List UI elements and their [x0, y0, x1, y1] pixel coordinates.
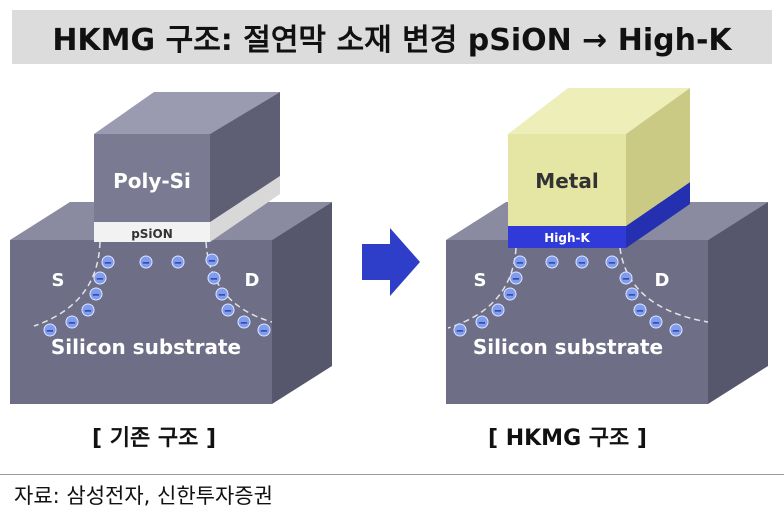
electron-symbol: −: [84, 306, 92, 317]
electron-symbol: −: [512, 274, 520, 285]
electron: −: [475, 315, 489, 329]
electron: −: [81, 303, 95, 317]
electron-symbol: −: [210, 274, 218, 285]
right-substrate-front: [446, 240, 708, 404]
electron-symbol: −: [636, 306, 644, 317]
electron: −: [491, 303, 505, 317]
electron-symbol: −: [628, 290, 636, 301]
electron: −: [221, 303, 235, 317]
electron: −: [575, 255, 589, 269]
electron: −: [237, 315, 251, 329]
electron: −: [257, 323, 271, 337]
left-source-label: S: [52, 270, 65, 291]
electron: −: [101, 255, 115, 269]
electron-symbol: −: [240, 318, 248, 329]
electron: −: [93, 271, 107, 285]
diagram: Poly-Si pSiON S D Silicon substrate − − …: [10, 88, 768, 404]
left-psion-side: [210, 176, 280, 242]
electron-symbol: −: [506, 290, 514, 301]
electron-symbol: −: [174, 258, 182, 269]
right-electrons: − − − − − − − − − − − − − −: [453, 255, 683, 337]
right-device: Metal High-K S D Silicon substrate − − −…: [446, 88, 768, 404]
electron-symbol: −: [142, 258, 150, 269]
electron-symbol: −: [608, 258, 616, 269]
right-caption: [ HKMG 구조 ]: [488, 426, 647, 451]
electron-symbol: −: [104, 258, 112, 269]
electron: −: [509, 271, 523, 285]
left-device: Poly-Si pSiON S D Silicon substrate − − …: [10, 92, 332, 404]
electron: −: [545, 255, 559, 269]
electron-symbol: −: [260, 326, 268, 337]
left-substrate-label: Silicon substrate: [51, 335, 241, 359]
electron: −: [215, 287, 229, 301]
right-metal-front: [508, 134, 626, 226]
right-metal-side: [626, 88, 690, 226]
title-bar: HKMG 구조: 절연막 소재 변경 pSiON → High-K: [12, 10, 772, 64]
electron: −: [453, 323, 467, 337]
left-junction-left: [33, 241, 101, 327]
right-drain-label: D: [655, 270, 670, 291]
electron: −: [619, 271, 633, 285]
left-dielectric-label: pSiON: [131, 227, 173, 241]
electron-symbol: −: [672, 326, 680, 337]
electron-symbol: −: [68, 318, 76, 329]
left-gate-label: Poly-Si: [113, 169, 191, 193]
right-highk-front: [508, 226, 626, 248]
electron-symbol: −: [218, 290, 226, 301]
left-polysi-front: [94, 134, 210, 222]
right-gate-label: Metal: [535, 169, 598, 193]
source-note: 자료: 삼성전자, 신한투자증권: [14, 484, 273, 508]
left-caption: [ 기존 구조 ]: [92, 426, 217, 451]
electron: −: [171, 255, 185, 269]
electron-symbol: −: [46, 326, 54, 337]
electron: −: [43, 323, 57, 337]
electron-symbol: −: [96, 274, 104, 285]
left-drain-label: D: [245, 270, 260, 291]
electron-symbol: −: [652, 318, 660, 329]
electron: −: [89, 287, 103, 301]
electron-symbol: −: [548, 258, 556, 269]
right-source-label: S: [474, 270, 487, 291]
electron: −: [503, 287, 517, 301]
electron: −: [513, 255, 527, 269]
electron-symbol: −: [224, 306, 232, 317]
right-junction-right: [619, 247, 709, 323]
left-polysi-top: [94, 92, 280, 134]
electron: −: [669, 323, 683, 337]
electron-symbol: −: [478, 318, 486, 329]
electron: −: [139, 255, 153, 269]
right-substrate-label: Silicon substrate: [473, 335, 663, 359]
left-electrons: − − − − − − − − − − − − − −: [43, 253, 271, 337]
electron-symbol: −: [456, 326, 464, 337]
electron-symbol: −: [622, 274, 630, 285]
left-substrate-side: [272, 202, 332, 404]
electron-symbol: −: [208, 256, 216, 267]
left-polysi-side: [210, 92, 280, 222]
electron: −: [207, 271, 221, 285]
divider: [0, 474, 784, 475]
electron-symbol: −: [516, 258, 524, 269]
electron-symbol: −: [494, 306, 502, 317]
right-substrate-side: [708, 202, 768, 404]
right-dielectric-label: High-K: [544, 231, 590, 245]
right-metal-top: [508, 88, 690, 134]
electron: −: [65, 315, 79, 329]
electron-symbol: −: [578, 258, 586, 269]
electron: −: [205, 253, 219, 267]
left-psion-front: [94, 222, 210, 242]
page-title: HKMG 구조: 절연막 소재 변경 pSiON → High-K: [52, 23, 732, 58]
left-substrate-front: [10, 240, 272, 404]
electron: −: [633, 303, 647, 317]
electron: −: [649, 315, 663, 329]
electron: −: [625, 287, 639, 301]
electron: −: [605, 255, 619, 269]
transition-arrow: [362, 228, 420, 296]
electron-symbol: −: [92, 290, 100, 301]
right-highk-side: [626, 182, 690, 248]
